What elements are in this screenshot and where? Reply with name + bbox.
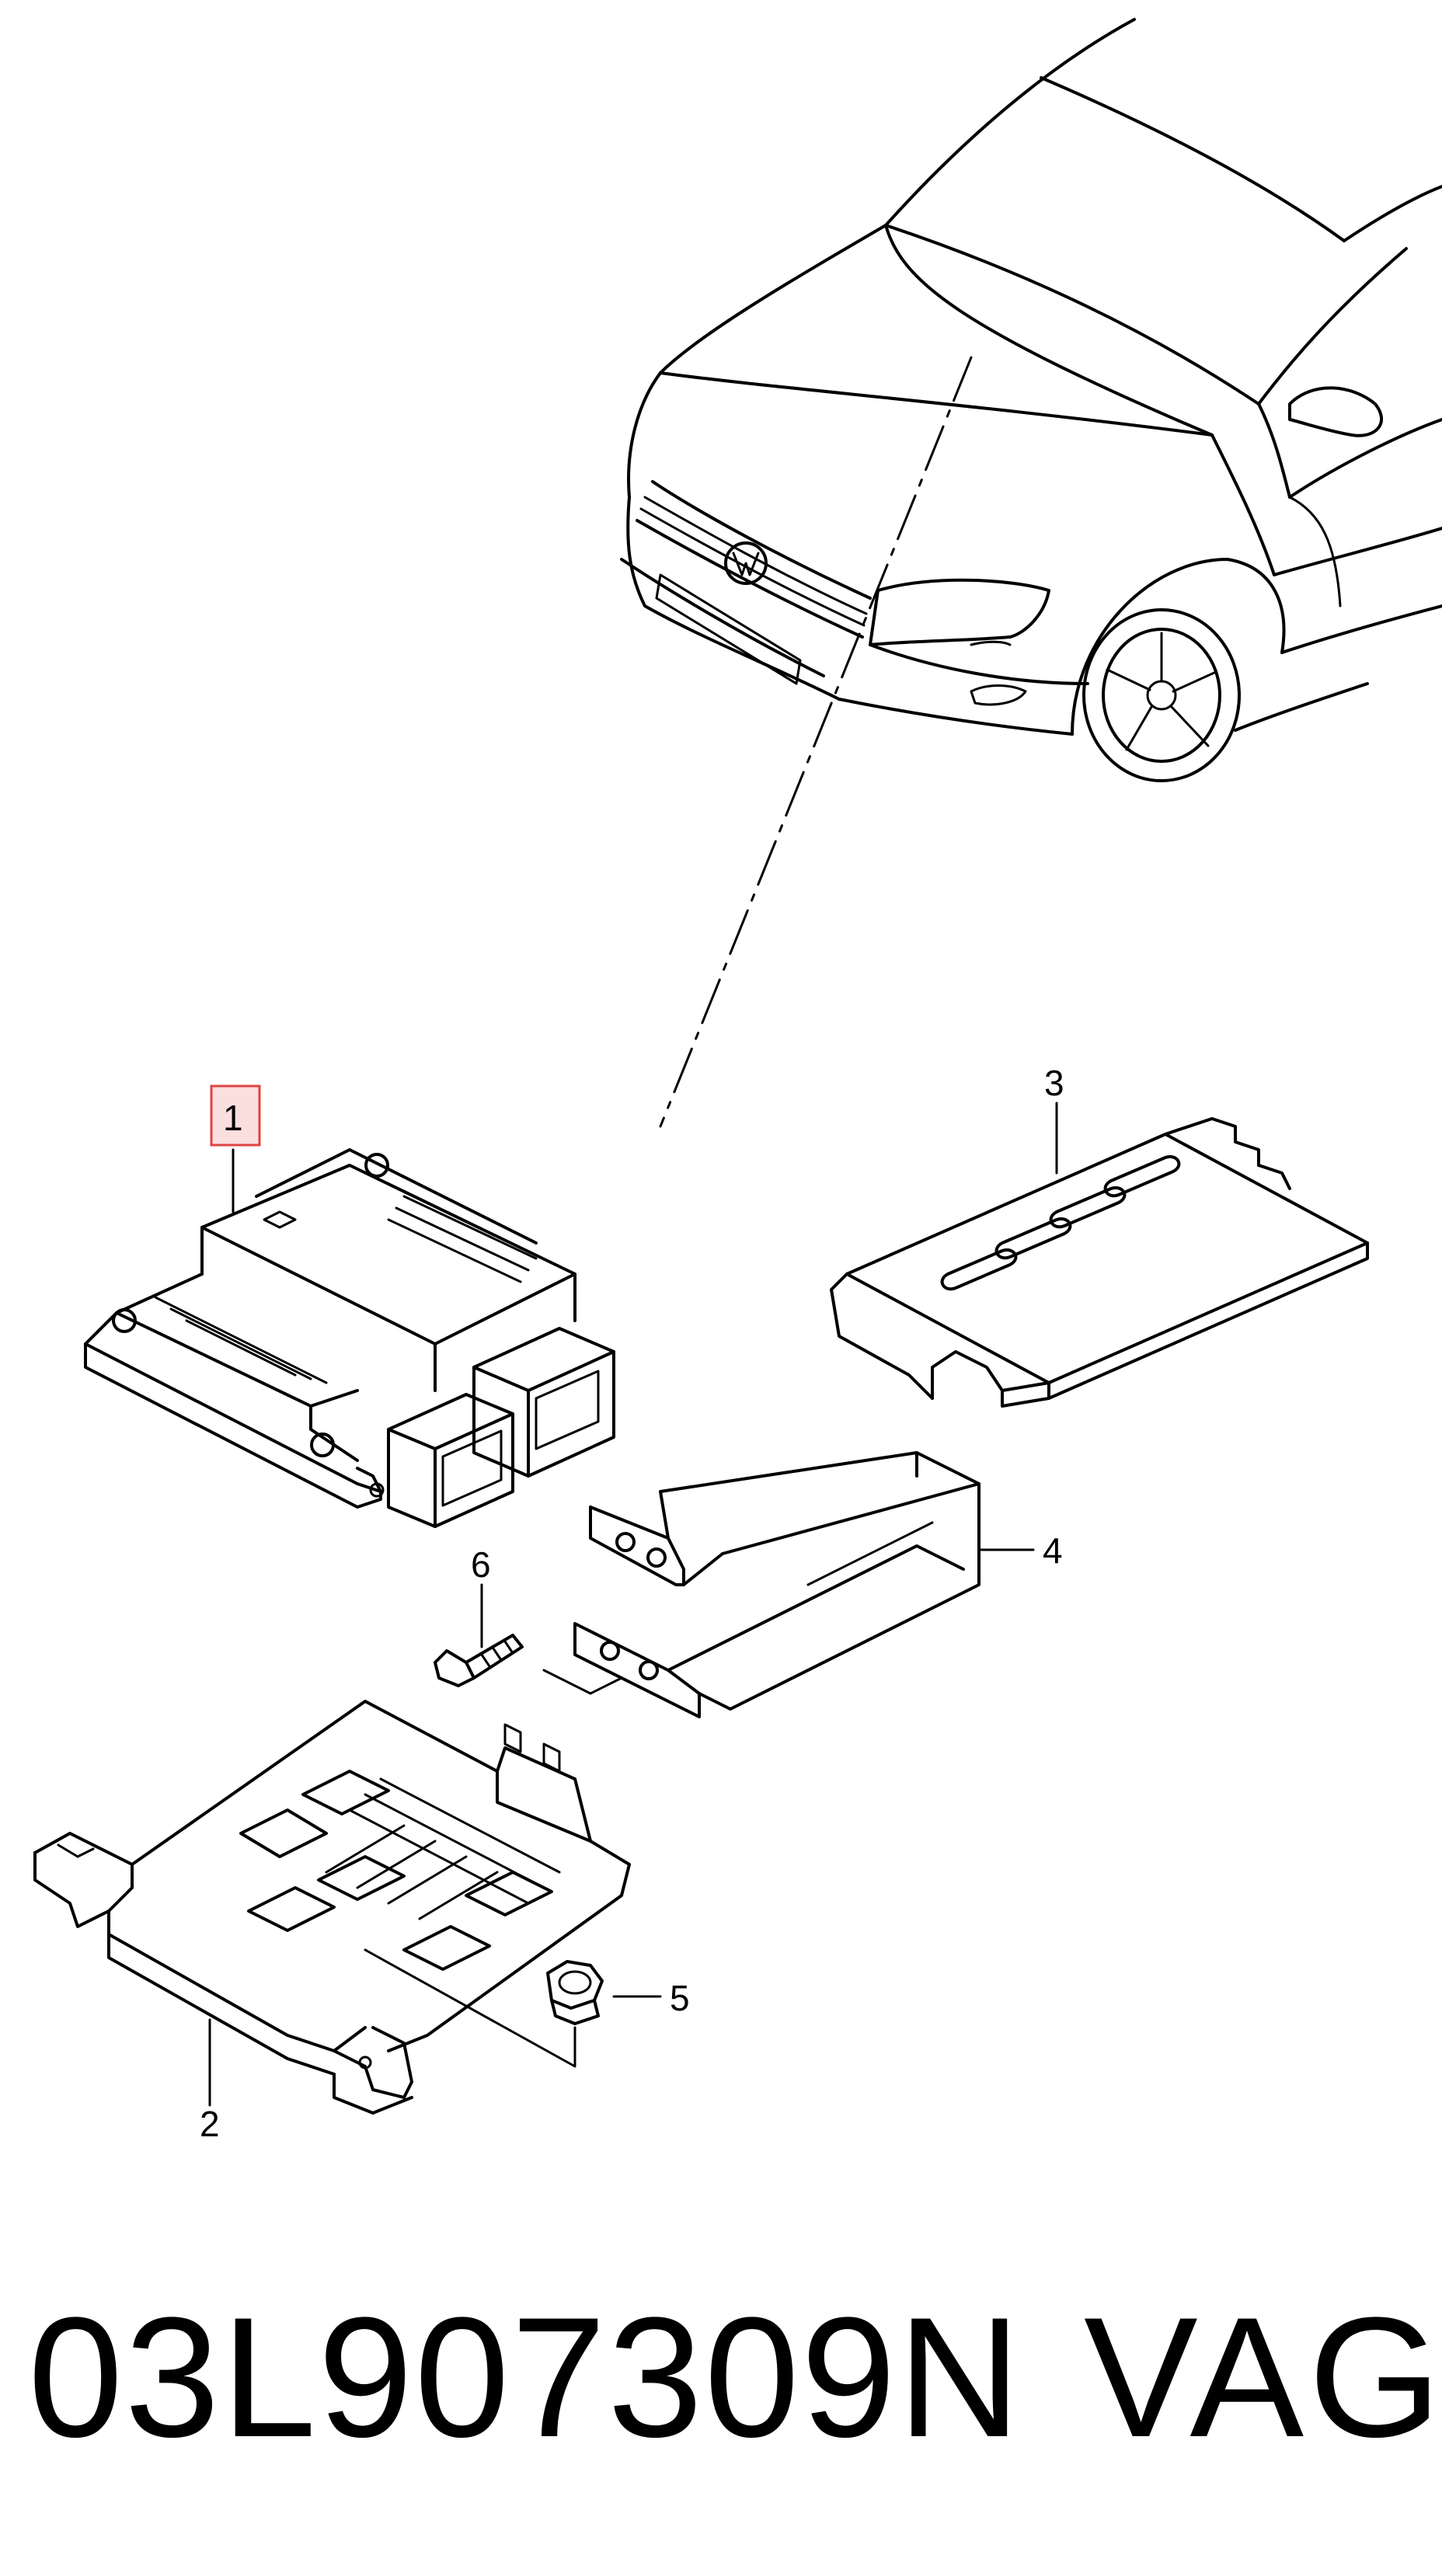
callout-5[interactable]: 5 — [670, 1978, 690, 2018]
callout-2[interactable]: 2 — [200, 2104, 220, 2144]
callout-1-highlight — [210, 1084, 261, 1147]
part-5-nut — [546, 1960, 604, 2025]
part-4-bracket — [573, 1451, 980, 1718]
part-number: 03L907309N — [28, 2282, 1023, 2473]
brand-name: VAG — [1084, 2282, 1442, 2473]
callout-3[interactable]: 3 — [1044, 1063, 1064, 1103]
part-3-cover — [830, 1117, 1369, 1408]
part-2-carrier-tray — [33, 1700, 631, 2115]
part-footer: 03L907309N VAG — [0, 2276, 1442, 2478]
callout-6[interactable]: 6 — [471, 1544, 491, 1585]
callout-4[interactable]: 4 — [1043, 1530, 1063, 1571]
location-leader-line — [659, 356, 973, 1128]
part-6-bolt — [434, 1634, 623, 1695]
vehicle-illustration — [620, 18, 1442, 782]
callout-1[interactable]: 1 — [223, 1098, 243, 1138]
callout-leaders — [208, 1102, 1058, 2107]
part-1-control-unit — [84, 1148, 615, 1528]
